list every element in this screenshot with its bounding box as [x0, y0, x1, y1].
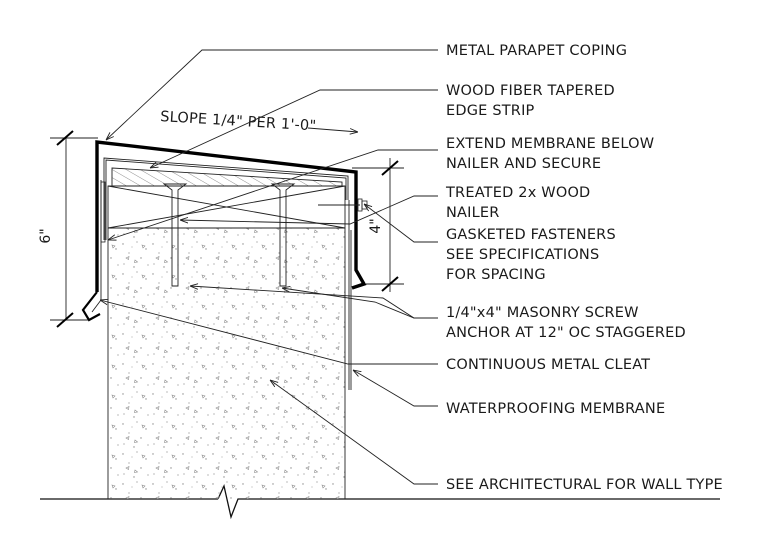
label-continuous-metal-cleat: CONTINUOUS METAL CLEAT: [446, 357, 650, 373]
label-masonry-screw-line2: ANCHOR AT 12" OC STAGGERED: [446, 325, 686, 341]
label-wood-nailer-line2: NAILER: [446, 205, 500, 221]
roof-membrane: [103, 157, 349, 240]
label-waterproofing-membrane: WATERPROOFING MEMBRANE: [446, 401, 665, 417]
gasketed-fastener: [318, 198, 368, 212]
label-wall-type: SEE ARCHITECTURAL FOR WALL TYPE: [446, 477, 723, 493]
tapered-edge-strip: [111, 167, 343, 187]
label-gasketed-fasteners-line3: FOR SPACING: [446, 267, 546, 283]
leader-lines: [100, 49, 438, 485]
dimension-6in-text: 6": [38, 228, 54, 243]
wood-nailer: [107, 185, 346, 229]
masonry-wall: [107, 227, 346, 499]
slope-annotation: SLOPE 1/4" PER 1'-0": [160, 109, 358, 135]
label-masonry-screw-line1: 1/4"x4" MASONRY SCREW: [446, 305, 639, 321]
label-edge-strip-line2: EDGE STRIP: [446, 103, 535, 119]
label-edge-strip-line1: WOOD FIBER TAPERED: [446, 83, 615, 99]
label-wood-nailer-line1: TREATED 2x WOOD: [445, 185, 590, 201]
callout-labels: METAL PARAPET COPING WOOD FIBER TAPERED …: [445, 43, 723, 493]
label-metal-parapet-coping: METAL PARAPET COPING: [446, 43, 627, 59]
label-gasketed-fasteners-line2: SEE SPECIFICATIONS: [446, 247, 599, 263]
label-extend-membrane-line2: NAILER AND SECURE: [446, 156, 601, 172]
masonry-screw-left: [162, 183, 188, 287]
waterproofing-membrane: [348, 200, 352, 390]
dimension-4in-text: 4": [368, 218, 384, 233]
dimension-4in: 4": [352, 158, 404, 292]
label-extend-membrane-line1: EXTEND MEMBRANE BELOW: [446, 136, 654, 152]
dimension-6in: 6": [38, 130, 98, 328]
label-gasketed-fasteners-line1: GASKETED FASTENERS: [446, 227, 616, 243]
slope-text: SLOPE 1/4" PER 1'-0": [160, 109, 317, 135]
